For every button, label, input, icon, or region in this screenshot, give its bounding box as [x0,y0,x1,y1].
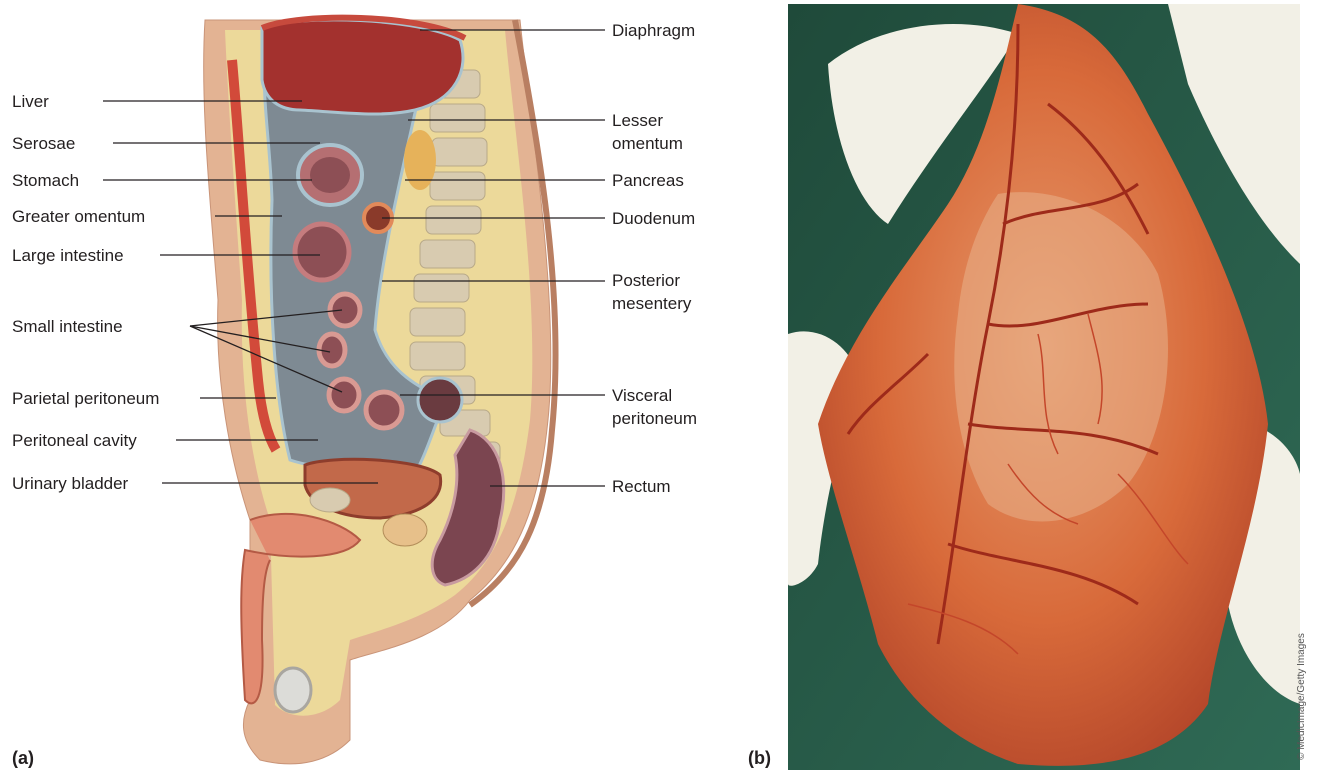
small-intestine-loop-4 [366,392,402,428]
photo-rendering [788,4,1300,770]
greater-omentum-photo [788,4,1300,770]
label-small-intestine: Small intestine [12,316,123,337]
label-large-intestine: Large intestine [12,245,124,266]
label-pancreas: Pancreas [612,170,684,191]
pubic-bone [310,488,350,512]
stomach-lumen [310,157,350,193]
label-visceral-peritoneum-line2: peritoneum [612,408,697,429]
label-visceral-peritoneum-line1: Visceral [612,385,672,406]
small-intestine-loop-3 [329,379,359,411]
label-rectum: Rectum [612,476,671,497]
label-duodenum: Duodenum [612,208,695,229]
label-urinary-bladder: Urinary bladder [12,473,128,494]
testis [275,668,311,712]
large-intestine [295,224,349,280]
figure-panel-a: Liver Serosae Stomach Greater omentum La… [0,0,780,774]
panel-letter-b: (b) [748,748,771,769]
label-posterior-mesentery-line2: mesentery [612,293,691,314]
panel-letter-a: (a) [12,748,34,769]
label-lesser-omentum-line1: Lesser [612,110,663,131]
sigmoid-colon [418,378,462,422]
label-parietal-peritoneum: Parietal peritoneum [12,388,159,409]
liver [262,20,463,114]
label-diaphragm: Diaphragm [612,20,695,41]
label-stomach: Stomach [12,170,79,191]
label-posterior-mesentery-line1: Posterior [612,270,680,291]
small-intestine-loop-1 [330,294,360,326]
label-peritoneal-cavity: Peritoneal cavity [12,430,137,451]
pancreas [404,130,436,190]
label-greater-omentum: Greater omentum [12,206,145,227]
photo-credit: © MedicImage/Getty Images [1296,633,1307,760]
small-intestine-loop-2 [319,334,345,366]
label-liver: Liver [12,91,49,112]
label-serosae: Serosae [12,133,75,154]
label-lesser-omentum-line2: omentum [612,133,683,154]
prostate [383,514,427,546]
